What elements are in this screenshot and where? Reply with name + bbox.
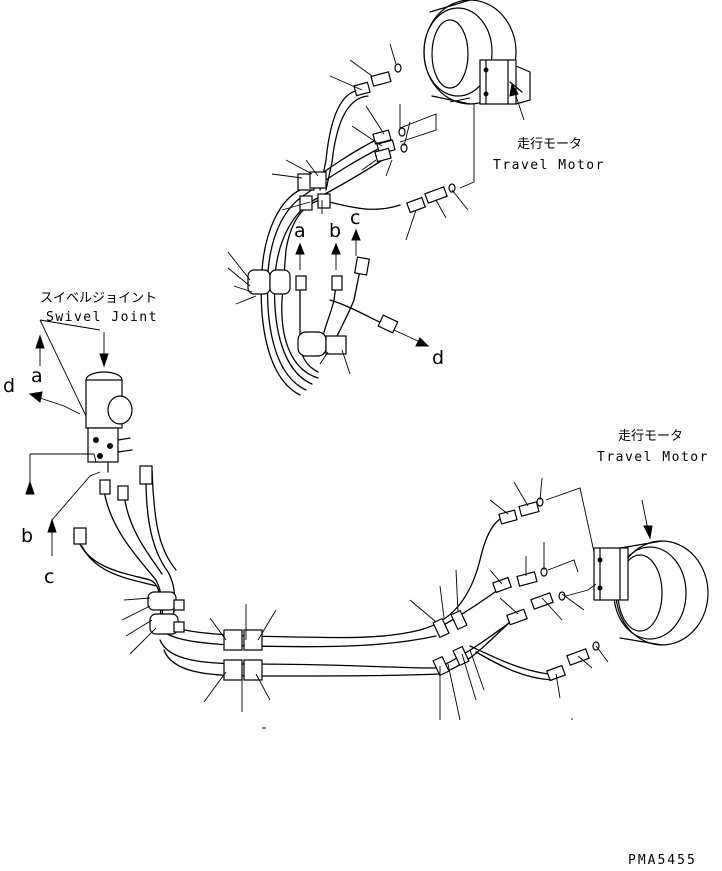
port-b-top-label: b <box>329 220 342 242</box>
lower-hose-bundle <box>73 465 600 682</box>
leader-lines <box>121 43 609 729</box>
port-d-left-label: d <box>3 375 16 397</box>
swivel-joint-en-label: Swivel Joint <box>46 310 158 325</box>
top-hose-bundle <box>247 63 475 396</box>
port-a-top-label: a <box>294 220 306 242</box>
port-b-left-label: b <box>21 525 34 547</box>
drawing-code: PMA5455 <box>628 853 697 868</box>
right-travel-motor <box>593 540 709 646</box>
port-c-left-label: c <box>44 566 55 588</box>
port-d-top-label: d <box>432 347 445 369</box>
port-c-top-label: c <box>350 207 361 229</box>
swivel-joint-jp-label: スイベルジョイント <box>40 291 158 306</box>
travel-motor-top-jp-label: 走行モータ <box>517 137 583 152</box>
top-travel-motor <box>423 0 531 105</box>
travel-motor-right-en-label: Travel Motor <box>597 450 709 465</box>
travel-motor-top-en-label: Travel Motor <box>493 158 605 173</box>
travel-motor-right-jp-label: 走行モータ <box>618 429 684 444</box>
port-a-left-label: a <box>31 365 43 387</box>
port-arrows <box>25 82 653 556</box>
swivel-joint-body <box>85 371 133 473</box>
